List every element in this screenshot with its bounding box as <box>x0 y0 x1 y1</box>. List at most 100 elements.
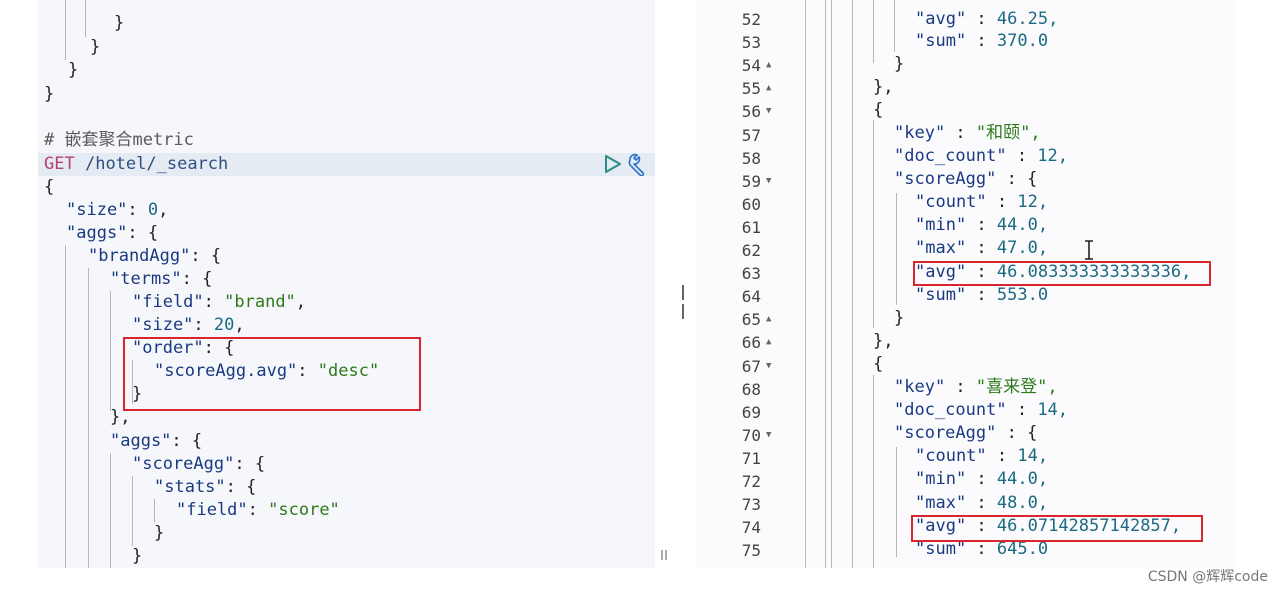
code-line: }, <box>110 407 131 427</box>
code-line: "count" : 12, <box>915 192 1049 212</box>
fold-expand-icon[interactable]: ▲ <box>766 314 772 325</box>
active-request-line <box>38 153 655 176</box>
indent-guide <box>825 0 826 568</box>
code-line: } <box>132 546 143 566</box>
play-icon[interactable] <box>604 154 622 174</box>
code-line: "size": 20, <box>132 315 245 335</box>
code-line: "sum" : 370.0 <box>915 31 1049 51</box>
line-number: 59 <box>741 171 761 191</box>
line-number: 52 <box>741 10 761 29</box>
indent-guide <box>805 0 806 568</box>
indent-guide <box>85 0 86 37</box>
fold-collapse-icon[interactable]: ▼ <box>766 106 772 117</box>
code-line: } <box>44 84 55 104</box>
line-number: 68 <box>741 379 761 399</box>
code-line: "doc_count" : 12, <box>894 146 1069 166</box>
indent-guide <box>894 0 895 52</box>
line-number: 57 <box>741 125 761 145</box>
code-line: { <box>44 177 55 197</box>
code-line: "avg" : 46.07142857142857, <box>915 516 1182 536</box>
code-line: "order": { <box>132 338 235 358</box>
indent-guide <box>132 360 133 404</box>
pane-resize-handle[interactable] <box>682 285 688 319</box>
indent-guide <box>896 447 897 557</box>
code-line: }, <box>873 331 894 351</box>
line-number: 75 <box>741 541 761 561</box>
highlight-box-avg-2 <box>911 515 1203 542</box>
line-number: 69 <box>741 402 761 422</box>
indent-guide <box>88 268 89 568</box>
line-number: 71 <box>741 448 761 468</box>
fold-collapse-icon[interactable]: ▼ <box>766 360 772 371</box>
code-line: "stats": { <box>154 477 257 497</box>
watermark: CSDN @辉辉code <box>1147 569 1268 585</box>
code-line: "scoreAgg" : { <box>894 423 1038 443</box>
request-line[interactable]: GET /hotel/_search <box>44 153 228 176</box>
line-number: 73 <box>741 495 761 515</box>
indent-guide <box>852 0 853 568</box>
code-line: "sum" : 645.0 <box>915 539 1049 559</box>
code-line: "avg" : 46.25, <box>915 9 1059 29</box>
code-line: "scoreAgg.avg": "desc" <box>154 361 380 381</box>
code-line: "scoreAgg" : { <box>894 169 1038 189</box>
code-line: "doc_count" : 14, <box>894 400 1069 420</box>
code-line: }, <box>873 77 894 97</box>
code-line: } <box>154 523 165 543</box>
line-number: 61 <box>741 217 761 237</box>
code-line: "terms": { <box>110 269 213 289</box>
code-line: "sum" : 553.0 <box>915 285 1049 305</box>
code-line: { <box>873 354 884 374</box>
code-line: } <box>68 60 79 80</box>
code-line: } <box>114 13 125 33</box>
line-number: 55 <box>741 79 761 99</box>
code-line: "field": "score" <box>176 500 340 520</box>
fold-expand-icon[interactable]: ▲ <box>766 60 772 71</box>
code-line: "key" : "和颐", <box>894 123 1041 143</box>
code-line: { <box>873 100 884 120</box>
indent-guide <box>110 291 111 411</box>
indent-guide <box>873 375 874 568</box>
scrollbar-handle[interactable] <box>660 545 668 560</box>
code-line: } <box>894 308 905 328</box>
code-line: } <box>90 37 101 57</box>
indent-guide <box>873 120 874 328</box>
request-path: /hotel/_search <box>84 154 229 174</box>
indent-guide <box>896 193 897 305</box>
response-viewer[interactable]: "avg" : 46.25, "sum" : 370.0 } }, { "key… <box>697 0 1235 568</box>
line-number: 53 <box>741 33 761 53</box>
code-line: "max" : 47.0, <box>915 238 1049 258</box>
indent-guide <box>65 0 66 60</box>
line-number: 54 <box>741 56 761 76</box>
line-number: 60 <box>741 194 761 214</box>
fold-collapse-icon[interactable]: ▼ <box>766 429 772 440</box>
line-number: 63 <box>741 264 761 284</box>
code-line: "count" : 14, <box>915 446 1049 466</box>
code-line: "aggs": { <box>66 223 159 243</box>
indent-guide <box>873 0 874 63</box>
indent-guide <box>110 453 111 568</box>
code-line: "key" : "喜来登", <box>894 377 1058 397</box>
wrench-icon[interactable] <box>626 152 650 176</box>
line-number: 62 <box>741 241 761 260</box>
code-line: "scoreAgg": { <box>132 454 266 474</box>
code-line: "min" : 44.0, <box>915 469 1049 489</box>
indent-guide <box>65 245 66 568</box>
indent-guide <box>132 476 133 546</box>
code-line: "aggs": { <box>110 431 203 451</box>
code-line: } <box>132 384 143 404</box>
line-number: 70 <box>741 425 761 445</box>
line-number: 72 <box>741 472 761 491</box>
highlight-box-avg-1 <box>913 261 1211 286</box>
request-editor[interactable]: } } } } # 嵌套聚合metric GET /hotel/_search … <box>38 0 655 568</box>
line-number: 74 <box>741 518 761 538</box>
indent-guide <box>154 499 155 522</box>
code-line: "size": 0, <box>66 200 169 220</box>
fold-expand-icon[interactable]: ▲ <box>766 337 772 348</box>
fold-expand-icon[interactable]: ▲ <box>766 83 772 94</box>
line-number-gutter <box>697 0 807 568</box>
fold-collapse-icon[interactable]: ▼ <box>766 175 772 186</box>
http-method: GET <box>44 154 75 174</box>
code-line: "avg" : 46.083333333333336, <box>915 262 1192 282</box>
code-line: "field": "brand", <box>132 292 307 312</box>
line-number: 67 <box>741 356 761 376</box>
